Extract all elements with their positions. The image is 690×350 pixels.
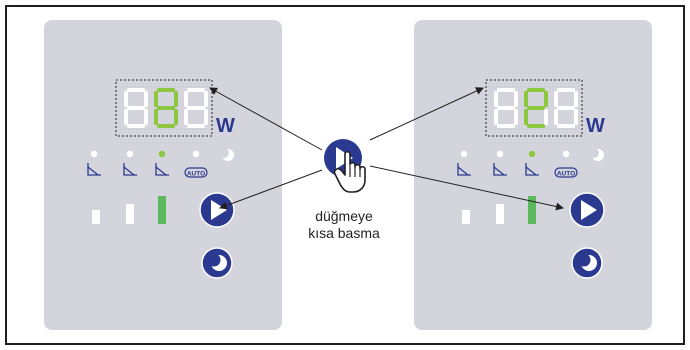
segment-d — [527, 124, 545, 128]
segment-f — [494, 91, 498, 107]
moon-button[interactable] — [571, 247, 603, 279]
segment-c — [204, 109, 208, 125]
segment-g — [497, 106, 515, 110]
segment-e — [124, 109, 128, 125]
callout-arrows — [209, 87, 564, 211]
pointing-hand-icon — [333, 150, 366, 193]
indicator-dot — [90, 150, 98, 158]
panel-before-content: W AUTO — [87, 79, 235, 279]
segment-g — [187, 106, 205, 110]
arrow-to-right-display — [369, 87, 484, 141]
segment-e — [524, 109, 528, 125]
segment-c — [144, 109, 148, 125]
slope-mode-icon — [155, 163, 169, 176]
segment-d — [157, 124, 175, 128]
panel-after-content: W AUTO — [457, 79, 605, 279]
indicator-dot — [496, 150, 504, 158]
level-bar — [528, 196, 536, 224]
display-digit — [524, 88, 548, 128]
segment-a — [187, 88, 205, 92]
segment-f — [124, 91, 128, 107]
segment-a — [557, 88, 575, 92]
arrow-to-left-display — [209, 87, 323, 151]
moon-button[interactable] — [201, 247, 233, 279]
segment-b — [514, 91, 518, 107]
level-bar — [92, 210, 100, 224]
level-bar — [462, 210, 470, 224]
indicator-dot — [562, 150, 570, 158]
segment-d — [187, 124, 205, 128]
arrow-to-right-play — [369, 165, 564, 211]
segment-f — [554, 91, 558, 107]
segment-d — [127, 124, 145, 128]
auto-mode-icon: AUTO — [554, 167, 578, 178]
indicator-dot — [192, 150, 200, 158]
segment-e — [494, 109, 498, 125]
slope-mode-icon — [123, 163, 137, 176]
slope-mode-icon — [525, 163, 539, 176]
segment-c — [514, 109, 518, 125]
display-digit — [184, 88, 208, 128]
segment-e — [184, 109, 188, 125]
segment-g — [157, 106, 175, 110]
slope-mode-icon — [87, 163, 101, 176]
slope-mode-icon — [457, 163, 471, 176]
segment-f — [154, 91, 158, 107]
caption-line-2: kısa basma — [308, 225, 380, 241]
play-button[interactable] — [569, 192, 605, 228]
indicator-dot — [126, 150, 134, 158]
segment-b — [544, 91, 548, 107]
level-bar — [496, 204, 504, 224]
display-digit — [124, 88, 148, 128]
unit-label: W — [216, 115, 235, 137]
segment-d — [497, 124, 515, 128]
display-digit — [494, 88, 518, 128]
indicator-dot — [460, 150, 468, 158]
play-icon — [581, 200, 597, 220]
segment-c — [544, 109, 548, 125]
segment-a — [127, 88, 145, 92]
unit-label: W — [586, 115, 605, 137]
indicator-dot — [158, 150, 166, 158]
segment-g — [557, 106, 575, 110]
segment-f — [184, 91, 188, 107]
svg-text:AUTO: AUTO — [187, 171, 205, 178]
play-icon — [211, 200, 227, 220]
arrow-to-left-play — [219, 169, 323, 210]
segment-g — [127, 106, 145, 110]
level-bar — [126, 204, 134, 224]
segment-c — [174, 109, 178, 125]
display-digit — [154, 88, 178, 128]
segment-c — [574, 109, 578, 125]
segment-b — [174, 91, 178, 107]
segment-g — [527, 106, 545, 110]
segment-e — [554, 109, 558, 125]
display-highlight-box — [115, 79, 213, 137]
segment-b — [204, 91, 208, 107]
level-bar — [158, 196, 166, 224]
caption-line-1: düğmeye — [315, 208, 373, 224]
svg-text:AUTO: AUTO — [557, 171, 575, 178]
night-indicator-icon — [589, 148, 604, 161]
indicator-dot — [528, 150, 536, 158]
segment-e — [154, 109, 158, 125]
auto-mode-icon: AUTO — [184, 167, 208, 178]
segment-a — [497, 88, 515, 92]
display-highlight-box — [485, 79, 583, 137]
segment-a — [157, 88, 175, 92]
slope-mode-icon — [493, 163, 507, 176]
segment-a — [527, 88, 545, 92]
segment-b — [574, 91, 578, 107]
segment-b — [144, 91, 148, 107]
segment-f — [524, 91, 528, 107]
display-digit — [554, 88, 578, 128]
segment-d — [557, 124, 575, 128]
night-indicator-icon — [219, 148, 234, 161]
play-button[interactable] — [199, 192, 235, 228]
